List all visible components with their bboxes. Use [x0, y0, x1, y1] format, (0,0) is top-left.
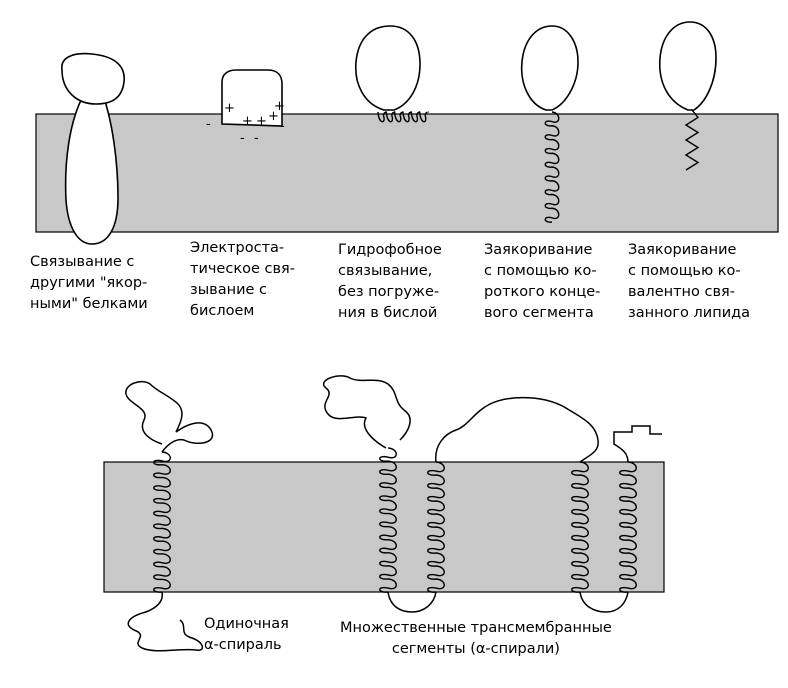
transmembrane-helix-3	[571, 461, 589, 593]
multi-helix-loop-left	[323, 375, 411, 449]
caption-lipid-anchoring: Заякоривание с помощью ко- валентно свя-…	[628, 242, 751, 321]
plus-charge: +	[224, 101, 235, 116]
transmembrane-helix-2	[427, 461, 445, 593]
caption-terminal-segment-anchoring: Заякоривание с помощью ко- роткого конце…	[484, 242, 601, 321]
multi-helix-extracellular-domain	[435, 396, 599, 463]
transmembrane-helix-4	[619, 461, 637, 593]
plus-charge: +	[274, 99, 285, 114]
hydrophobic-protein	[354, 25, 421, 111]
caption-single-helix: Одиночная α-спираль	[204, 616, 289, 653]
cytoplasmic-loop-2	[579, 591, 629, 613]
plus-charge: +	[256, 114, 267, 129]
single-helix-bottom-tail	[127, 591, 204, 652]
plus-charge: +	[242, 114, 253, 129]
lipid-chain	[684, 109, 700, 171]
caption-hydrophobic-binding: Гидрофобное связывание, без погруже- ния…	[338, 242, 442, 321]
single-helix-top-loop	[125, 380, 214, 453]
anchor-protein	[64, 97, 119, 245]
terminal-anchor-protein	[520, 25, 579, 111]
caption-multiple-segments: Множественные трансмембранные сегменты (…	[340, 620, 612, 657]
plus-charge: +	[268, 109, 279, 124]
cytoplasmic-loop-1	[387, 591, 437, 613]
multi-helix-right-tail	[613, 425, 662, 463]
minus-charge: -	[280, 119, 285, 134]
minus-charge: -	[240, 131, 245, 146]
single-transmembrane-helix	[153, 451, 171, 593]
caption-electrostatic-binding: Электроста- тическое свя- зывание с бисл…	[190, 240, 295, 319]
electrostatic-protein	[221, 69, 283, 127]
charge-markers: + + + + + - - - -	[206, 99, 285, 146]
bound-peripheral-protein	[61, 52, 125, 105]
caption-anchor-protein-binding: Связывание с другими "якор- ными" белкам…	[30, 254, 148, 312]
transmembrane-helix-1	[379, 447, 397, 593]
hydrophobic-loop-segment	[377, 111, 429, 123]
top-membrane	[35, 113, 779, 233]
minus-charge: -	[206, 117, 211, 132]
minus-charge: -	[254, 131, 259, 146]
lipid-anchored-protein	[658, 21, 717, 111]
terminal-helix-segment	[544, 111, 560, 223]
